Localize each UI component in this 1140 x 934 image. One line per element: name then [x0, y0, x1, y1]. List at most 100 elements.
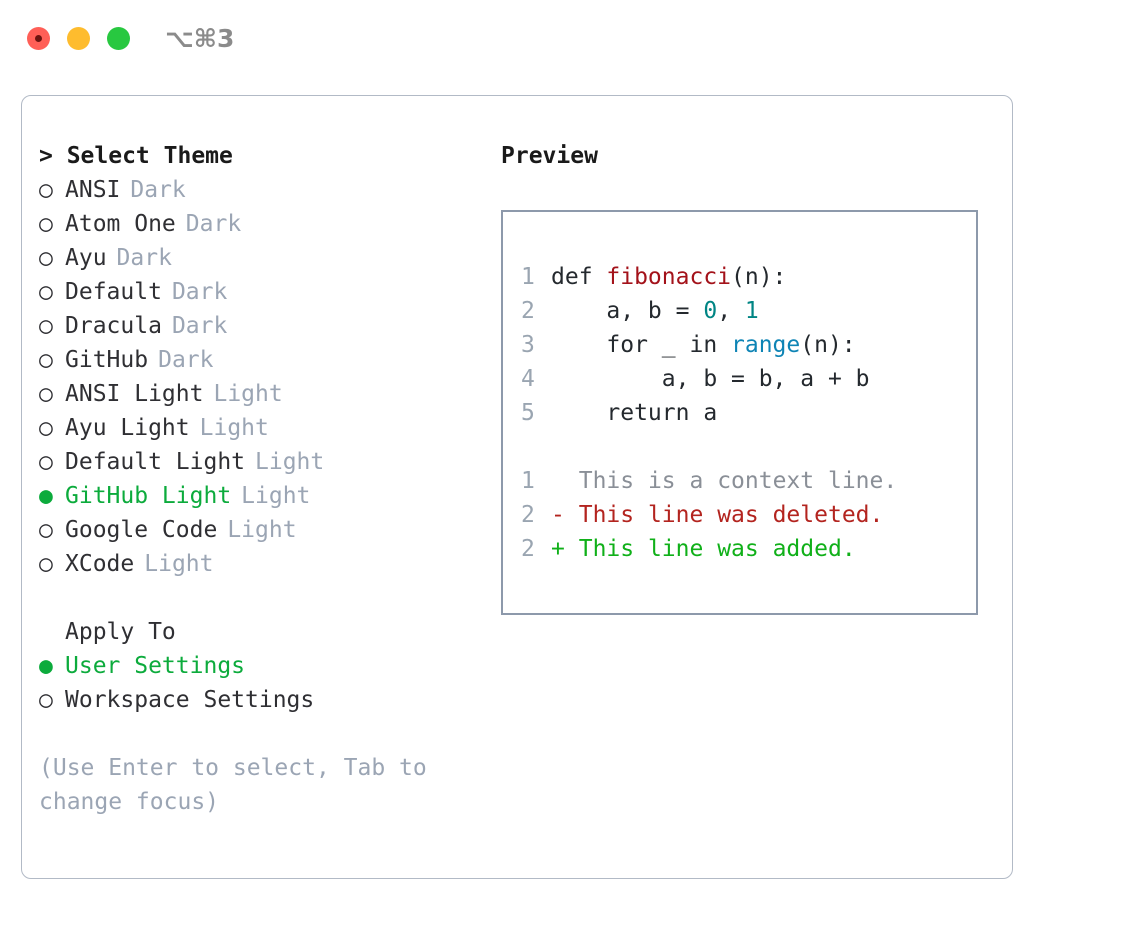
diff-line-text: - This line was deleted.: [551, 498, 883, 532]
code-token-plain: return a: [551, 400, 718, 426]
title-bar: ⌥⌘3: [0, 0, 1140, 78]
theme-option-variant-tag: Dark: [130, 177, 186, 203]
theme-option-github[interactable]: ○ GitHub Dark: [39, 343, 489, 377]
code-line: 3 for _ in range(n):: [521, 328, 970, 362]
theme-option-variant-tag: Dark: [171, 279, 228, 305]
radio-unselected-icon: ○: [39, 687, 53, 713]
apply-to-option-list: ●User Settings○Workspace Settings: [39, 649, 489, 717]
code-token-bi: range: [731, 332, 801, 358]
apply-to-header-marker-placeholder: ○: [39, 615, 65, 649]
code-token-plain: (n):: [731, 264, 787, 290]
line-number: 1: [521, 264, 535, 290]
radio-unselected-icon: ○: [39, 177, 53, 203]
keyboard-hint: (Use Enter to select, Tab to change focu…: [39, 755, 427, 815]
apply-to-option-workspace-settings[interactable]: ○Workspace Settings: [39, 683, 489, 717]
code-token-plain: (n):: [800, 332, 856, 358]
code-token-fn: fibonacci: [606, 264, 732, 290]
code-token-num: 0: [703, 298, 718, 324]
code-line: 2 a, b = 0, 1: [521, 294, 970, 328]
theme-option-label: Dracula: [65, 313, 162, 339]
theme-option-label: Ayu Light: [65, 415, 190, 441]
theme-option-ansi[interactable]: ○ ANSI Dark: [39, 173, 489, 207]
code-token-num: 1: [744, 298, 759, 324]
code-line: 1 def fibonacci(n):: [521, 260, 970, 294]
diff-text: This line was added.: [578, 536, 856, 562]
close-button-icon[interactable]: [27, 27, 50, 50]
radio-unselected-icon: ○: [39, 551, 53, 577]
theme-option-default[interactable]: ○ Default Dark: [39, 275, 489, 309]
radio-unselected-icon: ○: [39, 381, 53, 407]
keyboard-shortcut-label: ⌥⌘3: [165, 24, 235, 53]
diff-sign: -: [551, 502, 565, 528]
radio-unselected-icon: ○: [39, 313, 53, 339]
line-number: 3: [521, 332, 535, 358]
radio-unselected-icon: ○: [39, 279, 53, 305]
theme-option-atom-one[interactable]: ○ Atom One Dark: [39, 207, 489, 241]
theme-option-variant-tag: Dark: [185, 211, 242, 237]
diff-sample: 1 This is a context line.2- This line wa…: [521, 464, 970, 566]
preview-title: Preview: [501, 143, 598, 169]
code-line: 5 return a: [521, 396, 970, 430]
theme-option-variant-tag: Dark: [171, 313, 228, 339]
code-line-text: def fibonacci(n):: [551, 260, 786, 294]
theme-option-xcode[interactable]: ○ XCode Light: [39, 547, 489, 581]
theme-option-variant-tag: Dark: [116, 245, 172, 271]
theme-option-variant-tag: Light: [144, 551, 214, 577]
code-token-plain: a, b =: [551, 298, 704, 324]
minimize-button-icon[interactable]: [67, 27, 90, 50]
code-token-plain: for _ in: [551, 332, 732, 358]
theme-option-google-code[interactable]: ○ Google Code Light: [39, 513, 489, 547]
theme-option-label: ANSI: [65, 177, 121, 203]
theme-option-variant-tag: Light: [241, 483, 311, 509]
line-number: 4: [521, 366, 535, 392]
diff-line-text: + This line was added.: [551, 532, 856, 566]
code-token-plain: a, b = b, a + b: [551, 366, 870, 392]
spacer: [39, 581, 489, 615]
theme-option-dracula[interactable]: ○ Dracula Dark: [39, 309, 489, 343]
radio-unselected-icon: ○: [39, 517, 53, 543]
apply-to-header: Apply To: [65, 619, 176, 645]
theme-option-label: GitHub: [65, 347, 149, 373]
radio-unselected-icon: ○: [39, 415, 53, 441]
diff-line-text: This is a context line.: [551, 464, 898, 498]
theme-option-variant-tag: Light: [255, 449, 325, 475]
theme-option-variant-tag: Light: [199, 415, 269, 441]
radio-unselected-icon: ○: [39, 449, 53, 475]
theme-option-variant-tag: Light: [227, 517, 297, 543]
theme-option-label: Google Code: [65, 517, 218, 543]
traffic-light-buttons: [27, 27, 130, 50]
apply-to-option-label: User Settings: [65, 653, 246, 679]
radio-unselected-icon: ○: [39, 347, 53, 373]
code-token-plain: ,: [717, 298, 745, 324]
theme-option-label: Atom One: [65, 211, 176, 237]
code-line-text: for _ in range(n):: [551, 328, 856, 362]
theme-option-label: XCode: [65, 551, 135, 577]
select-theme-header: > Select Theme: [39, 143, 233, 169]
code-line-text: return a: [551, 396, 717, 430]
theme-option-variant-tag: Light: [213, 381, 283, 407]
code-line-text: a, b = 0, 1: [551, 294, 759, 328]
theme-option-variant-tag: Dark: [158, 347, 214, 373]
radio-unselected-icon: ○: [39, 211, 53, 237]
apply-to-option-user-settings[interactable]: ●User Settings: [39, 649, 489, 683]
apply-to-header-row: ○ Apply To: [39, 615, 489, 649]
theme-option-ayu-light[interactable]: ○ Ayu Light Light: [39, 411, 489, 445]
theme-option-label: Default: [65, 279, 162, 305]
code-line: 4 a, b = b, a + b: [521, 362, 970, 396]
theme-option-label: GitHub Light: [65, 483, 232, 509]
line-number: 2: [521, 536, 535, 562]
line-number: 2: [521, 502, 535, 528]
maximize-button-icon[interactable]: [107, 27, 130, 50]
